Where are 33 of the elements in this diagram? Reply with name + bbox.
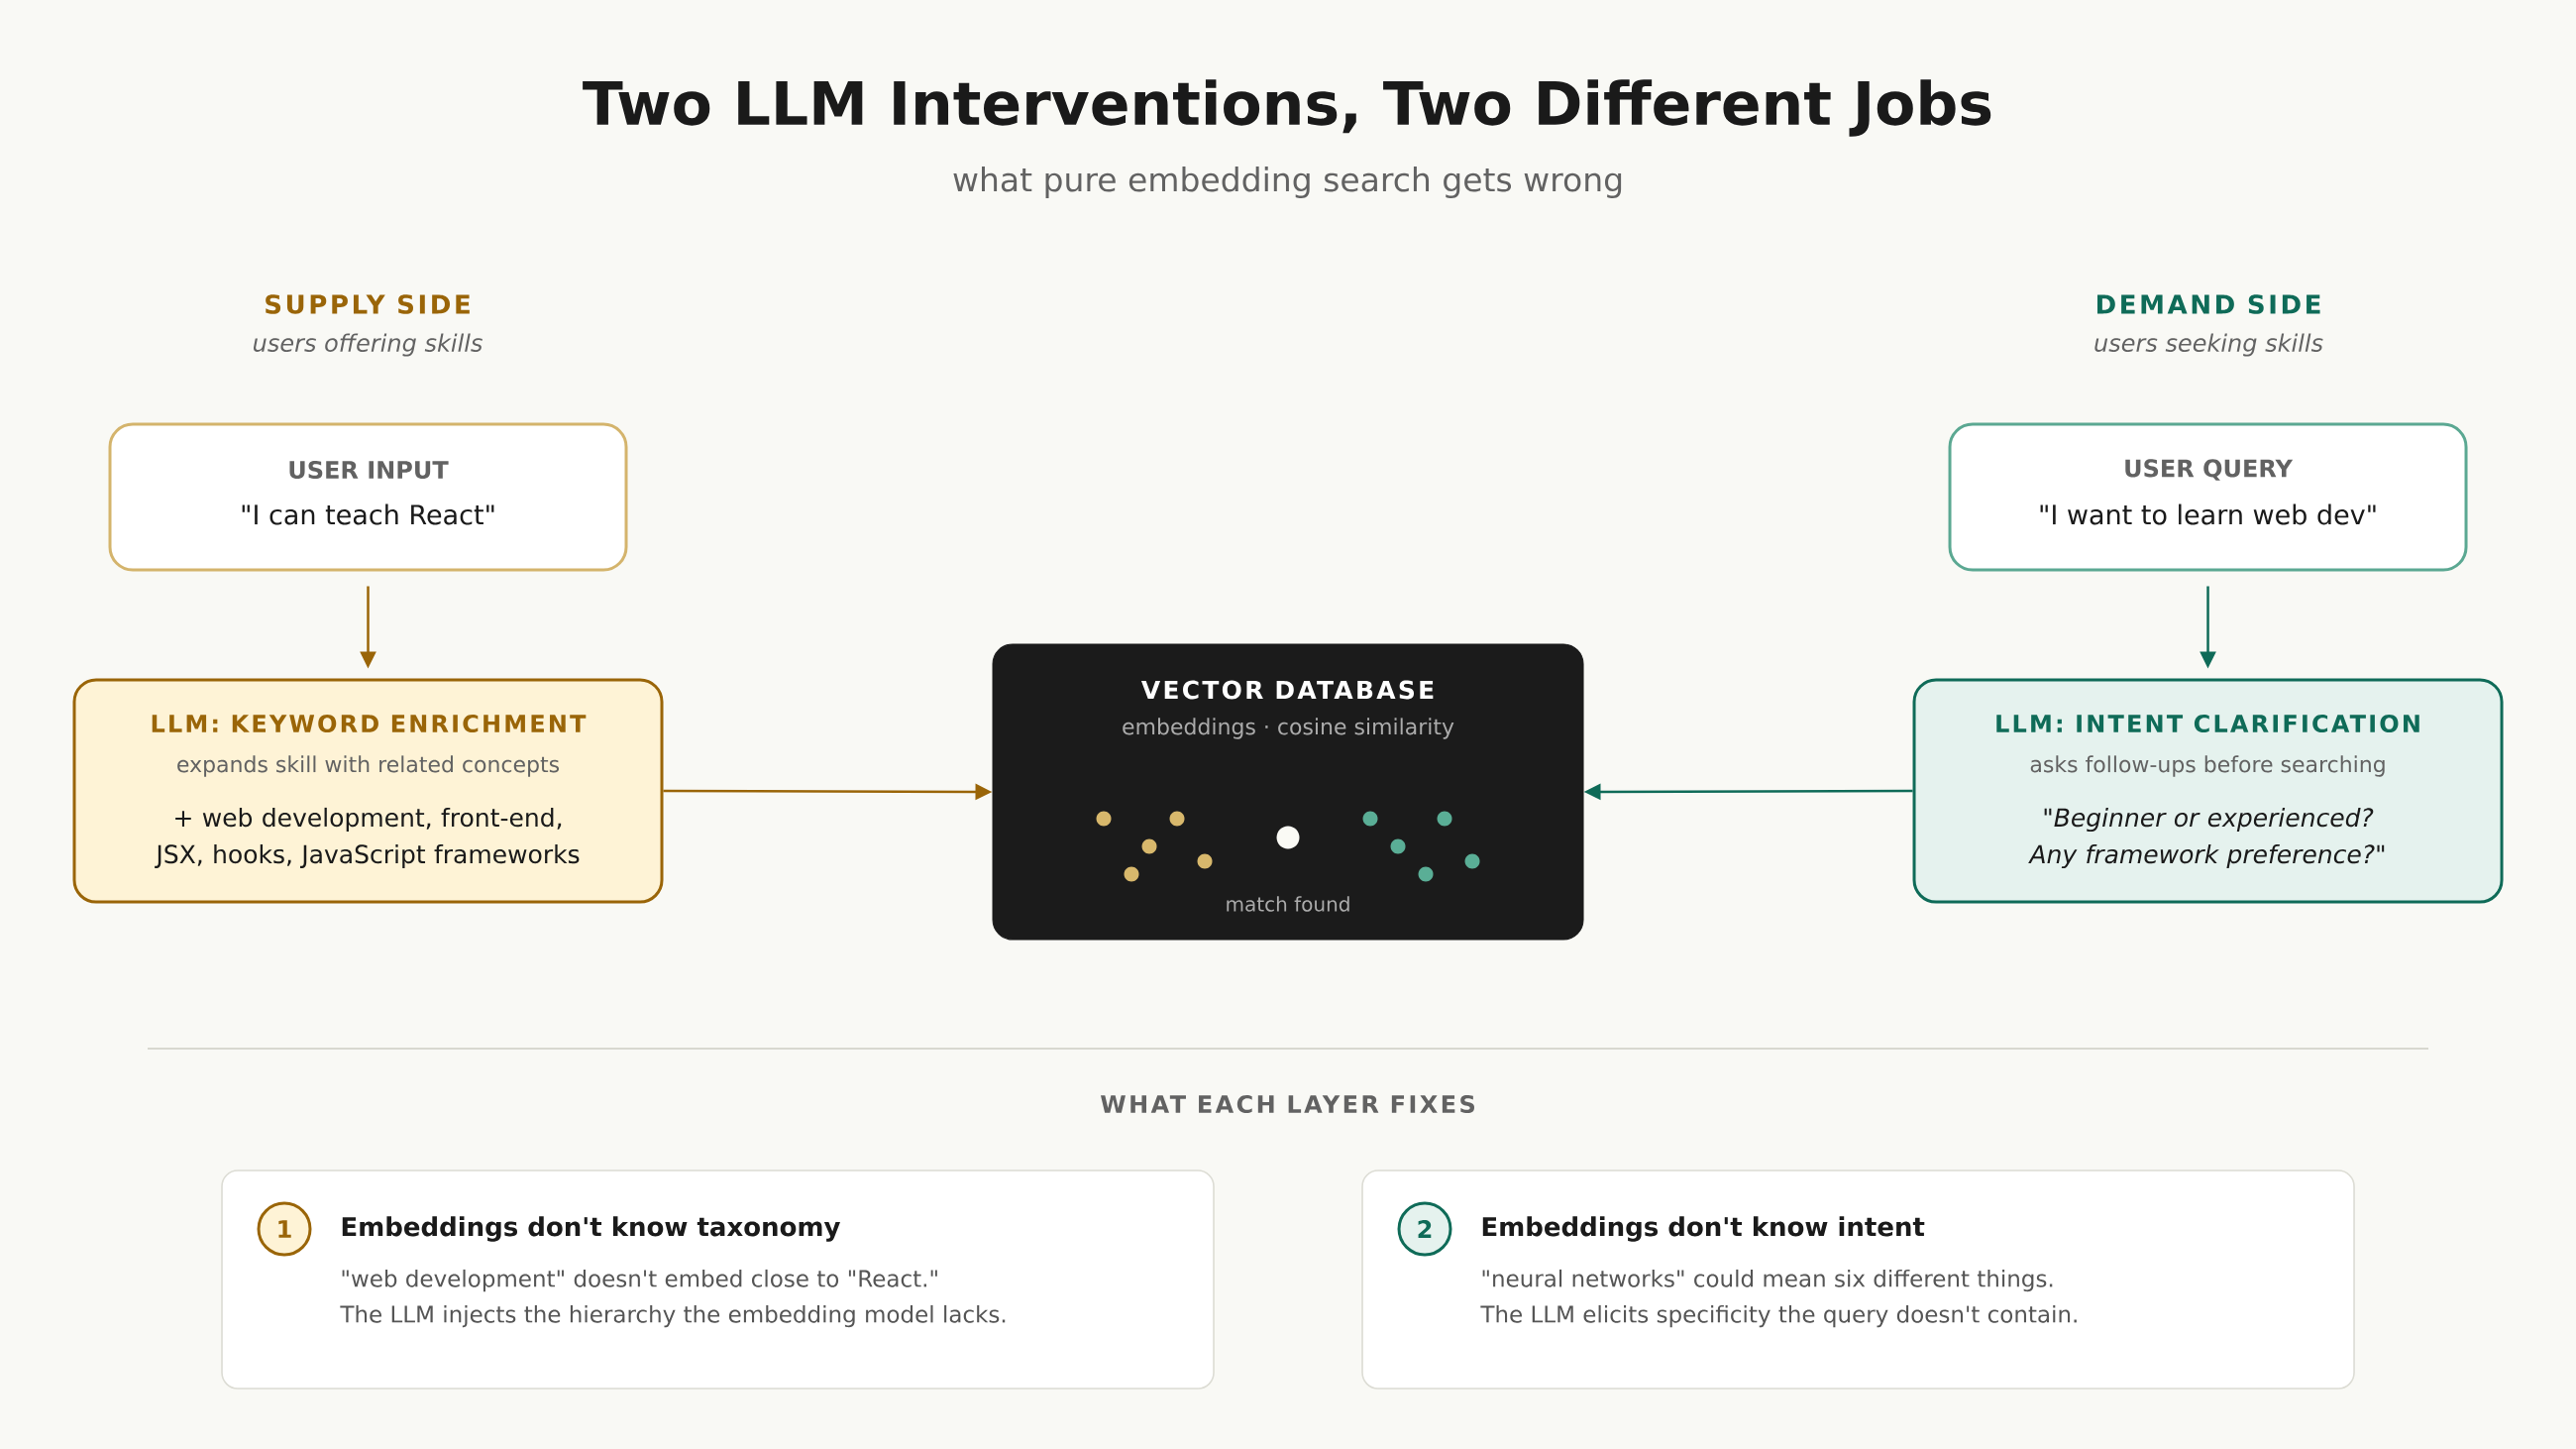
point-text: "neural networks" could mean six different things.: [1482, 1269, 2053, 1292]
input-box: [108, 422, 628, 572]
section-heading: SUPPLY SIDE: [266, 294, 470, 314]
description: asks follow-ups before searching: [2030, 755, 2385, 777]
info-card: [1361, 1170, 2355, 1390]
point-text: The LLM injects the hierarchy the embedding model lacks.: [340, 1304, 1006, 1328]
keyword-list: + web development, front-end, JSX, hooks, JavaScript frameworks: [155, 807, 580, 869]
question-text: "Beginner or experienced? Any framework preference?": [2028, 807, 2385, 869]
process-box: [72, 678, 664, 904]
heading: USER QUERY: [2125, 459, 2294, 481]
point-title: Embeddings don't know intent: [1482, 1216, 1925, 1242]
point-text: The LLM elicits specificity the query doesn't contain.: [1480, 1304, 2077, 1328]
point-text: "web development" doesn't embed close to "React.": [342, 1269, 937, 1292]
info-card: [221, 1170, 1215, 1390]
process-box: [1912, 678, 2504, 904]
title: Two LLM Interventions, Two Different Jobs: [583, 79, 1991, 137]
section-subtitle: users seeking skills: [2094, 333, 2323, 357]
section-subtitle: users offering skills: [254, 333, 483, 357]
heading: LLM: INTENT CLARIFICATION: [1996, 714, 2419, 733]
database-panel: [992, 643, 1584, 941]
quote-text: "I want to learn web dev": [2040, 503, 2376, 525]
heading: LLM: KEYWORD ENRICHMENT: [152, 714, 587, 733]
input-box: [1948, 422, 2468, 572]
subtitle: what pure embedding search gets wrong: [953, 167, 1622, 198]
description: expands skill with related concepts: [177, 755, 560, 777]
point-title: Embeddings don't know taxonomy: [342, 1216, 840, 1242]
section-heading: WHAT EACH LAYER FIXES: [1101, 1094, 1474, 1114]
heading: USER INPUT: [289, 460, 449, 480]
description: embeddings · cosine similarity: [1123, 718, 1454, 739]
section-heading: DEMAND SIDE: [2097, 294, 2320, 314]
quote-text: "I can teach React": [242, 503, 494, 525]
status-text: match found: [1227, 896, 1349, 912]
heading: VECTOR DATABASE: [1140, 680, 1434, 700]
